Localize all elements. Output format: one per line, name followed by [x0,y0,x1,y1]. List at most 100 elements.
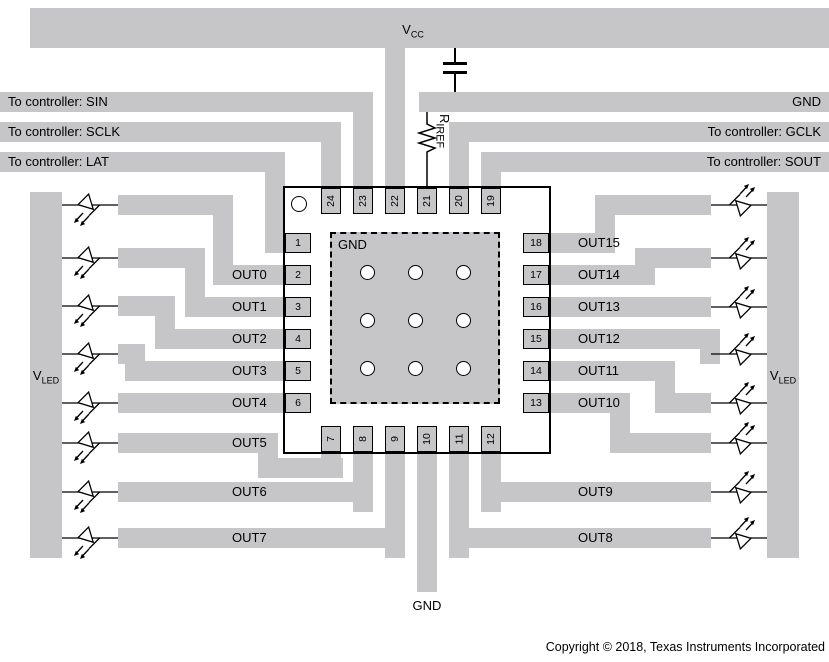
led-left-3 [61,294,119,328]
riref-label: RIREF [433,114,452,149]
thermal-pad: GND [330,232,500,404]
out8-label: OUT8 [578,530,613,545]
copyright-text: Copyright © 2018, Texas Instruments Inco… [545,640,825,654]
out13-trace [549,297,711,317]
pin-4: 4 [285,329,311,349]
out2-trace-pin-segment [155,329,287,349]
led-right-4 [710,332,768,366]
lat-label: To controller: LAT [8,154,109,169]
out10-trace-pin-segment [549,393,630,413]
out9-label: OUT9 [578,484,613,499]
pin-16: 16 [523,297,549,317]
out1-label: OUT1 [232,299,267,314]
pin-23: 23 [353,188,373,214]
pin-3: 3 [285,297,311,317]
pin-18: 18 [523,233,549,253]
sout-trace [481,152,829,172]
out3-label: OUT3 [232,363,267,378]
out3-trace-pin-segment [125,361,287,381]
out0-trace-pin-segment [213,265,287,285]
out8-trace [449,528,711,548]
via [359,312,375,328]
out12-trace-led-segment [700,344,711,364]
led-right-1 [710,183,768,217]
out13-label: OUT13 [578,299,620,314]
out11-trace-pin-segment [549,361,675,381]
led-right-8 [710,516,768,550]
out11-trace-led-segment [655,393,711,413]
out4-label: OUT4 [232,395,267,410]
gclk-drop-trace [449,122,469,190]
led-left-8 [61,526,119,560]
pin7-stub-trace [321,450,341,478]
out7-trace [118,528,405,548]
pin9-stub-trace [385,450,405,558]
pin-22: 22 [385,188,405,214]
sclk-label: To controller: SCLK [8,124,120,139]
via [407,264,423,280]
via [407,312,423,328]
capacitor-plate-top [443,62,467,65]
led-right-6 [710,421,768,455]
iref-resistor [416,112,438,190]
via [455,312,471,328]
gnd-right-label: GND [792,94,821,109]
pin-20: 20 [449,188,469,214]
sin-drop-trace [353,92,373,190]
out5-label: OUT5 [232,435,267,450]
pin-17: 17 [523,265,549,285]
vcc-trace [30,8,829,48]
out12-trace-pin-segment [549,329,720,349]
out10-label: OUT10 [578,395,620,410]
led-right-7 [710,470,768,504]
vled-right-rail [767,192,799,558]
pin-11: 11 [449,426,469,452]
pin-2: 2 [285,265,311,285]
out9-trace [481,482,711,502]
led-left-5 [61,391,119,425]
out4-trace [118,393,287,413]
gclk-label: To controller: GCLK [707,124,821,139]
pin-5: 5 [285,361,311,381]
vled-left-label: VLED [32,368,60,386]
led-right-3 [710,285,768,319]
via [359,264,375,280]
out15-trace-led-segment [595,195,711,215]
out14-label: OUT14 [578,267,620,282]
pin-15: 15 [523,329,549,349]
out6-trace [118,482,373,502]
led-right-2 [710,236,768,270]
led-right-5 [710,381,768,415]
gnd-bottom-trace [417,450,437,592]
pin-12: 12 [481,426,501,452]
led-left-4 [61,342,119,376]
capacitor-plate-bottom [443,71,467,74]
vled-left-rail [30,192,62,558]
vled-right-label: VLED [769,368,797,386]
qfn-package: 24 23 22 21 20 19 1 2 3 4 5 6 7 8 9 10 1… [283,186,551,454]
sclk-trace [0,122,341,142]
gnd-bottom-label: GND [412,598,442,613]
out0-label: OUT0 [232,267,267,282]
lat-trace [0,152,285,172]
out1-trace-pin-segment [185,297,287,317]
sout-drop-trace [481,152,501,190]
pin12-stub-trace [481,450,501,512]
vcc-drop-trace [385,48,405,190]
pin-9: 9 [385,426,405,452]
pin-10: 10 [417,426,437,452]
pin-19: 19 [481,188,501,214]
pin-7: 7 [321,426,341,452]
thermal-pad-gnd-label: GND [338,237,367,252]
via [455,264,471,280]
out14-trace-led-segment [635,248,711,268]
out15-label: OUT15 [578,235,620,250]
gclk-trace [449,122,829,142]
out5-trace [118,433,278,453]
pin-21: 21 [417,188,437,214]
capacitor-lead-top [454,48,456,62]
sout-label: To controller: SOUT [706,154,821,169]
led-left-6 [61,431,119,465]
out2-label: OUT2 [232,331,267,346]
